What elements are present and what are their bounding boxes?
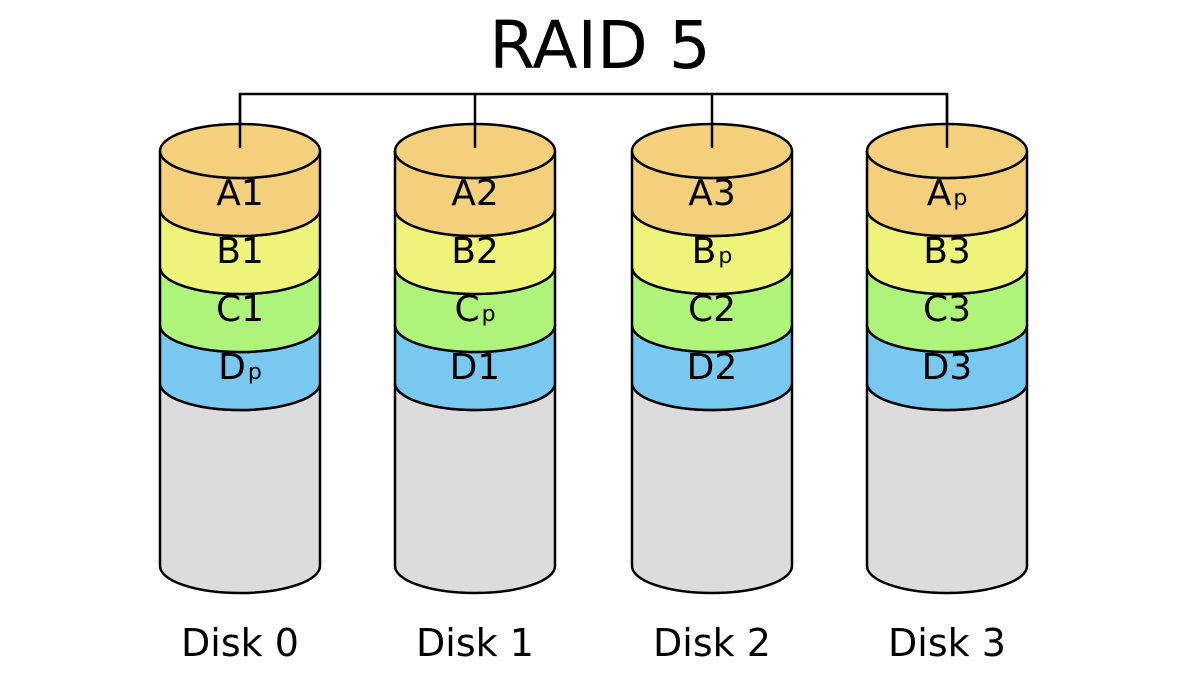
block-label-c: C1 (216, 289, 264, 330)
disk-empty-space (393, 382, 557, 595)
block-label-c: C2 (688, 289, 736, 330)
block-label-main: D (450, 347, 478, 388)
block-label-a: A1 (216, 173, 264, 214)
block-label-parity: p (718, 244, 732, 269)
block-label-b: B1 (216, 231, 264, 272)
disk-empty-space (865, 382, 1029, 595)
block-label-index: 1 (477, 347, 500, 388)
block-label-index: 3 (948, 289, 971, 330)
block-label-index: 2 (476, 231, 499, 272)
block-label-d: D1 (450, 347, 501, 388)
block-label-a: Ap (927, 173, 968, 214)
diagram-title: RAID 5 (489, 7, 711, 84)
block-label-a: A2 (451, 173, 499, 214)
block-label-main: A (216, 173, 241, 214)
block-label-d: D2 (687, 347, 738, 388)
block-label-b: B3 (923, 231, 971, 272)
block-label-main: B (923, 231, 948, 272)
block-label-main: A (927, 173, 952, 214)
controller-wiring (238, 92, 949, 148)
block-label-c: Cp (454, 289, 495, 330)
block-label-d: D3 (922, 347, 973, 388)
block-label-main: C (216, 289, 241, 330)
block-label-main: B (692, 231, 717, 272)
block-label-c: C3 (923, 289, 971, 330)
block-label-b: B2 (451, 231, 499, 272)
disk-empty-space (630, 382, 794, 595)
block-label-main: A (451, 173, 476, 214)
block-label-index: 3 (713, 173, 736, 214)
block-label-index: 3 (949, 347, 972, 388)
block-label-index: 1 (241, 289, 264, 330)
block-label-main: B (451, 231, 476, 272)
disk-label: Disk 1 (416, 621, 534, 665)
block-label-main: D (922, 347, 950, 388)
disk-label: Disk 2 (653, 621, 771, 665)
block-label-main: C (688, 289, 713, 330)
block-label-main: B (216, 231, 241, 272)
block-label-parity: p (953, 186, 967, 211)
block-label-parity: p (248, 360, 262, 385)
block-label-index: 2 (713, 289, 736, 330)
block-label-index: 1 (241, 231, 264, 272)
block-label-index: 2 (714, 347, 737, 388)
block-label-parity: p (482, 302, 496, 327)
block-label-main: C (454, 289, 479, 330)
block-label-index: 1 (241, 173, 264, 214)
controller-bus-line (238, 92, 949, 148)
block-label-main: C (923, 289, 948, 330)
block-label-index: 2 (476, 173, 499, 214)
block-label-a: A3 (688, 173, 736, 214)
disk-empty-space (158, 382, 322, 595)
block-label-main: D (687, 347, 715, 388)
block-label-main: D (218, 347, 246, 388)
block-label-index: 3 (948, 231, 971, 272)
block-label-d: Dp (218, 347, 262, 388)
block-label-main: A (688, 173, 713, 214)
disk-label: Disk 3 (888, 621, 1006, 665)
block-label-b: Bp (692, 231, 733, 272)
disk-label: Disk 0 (181, 621, 299, 665)
